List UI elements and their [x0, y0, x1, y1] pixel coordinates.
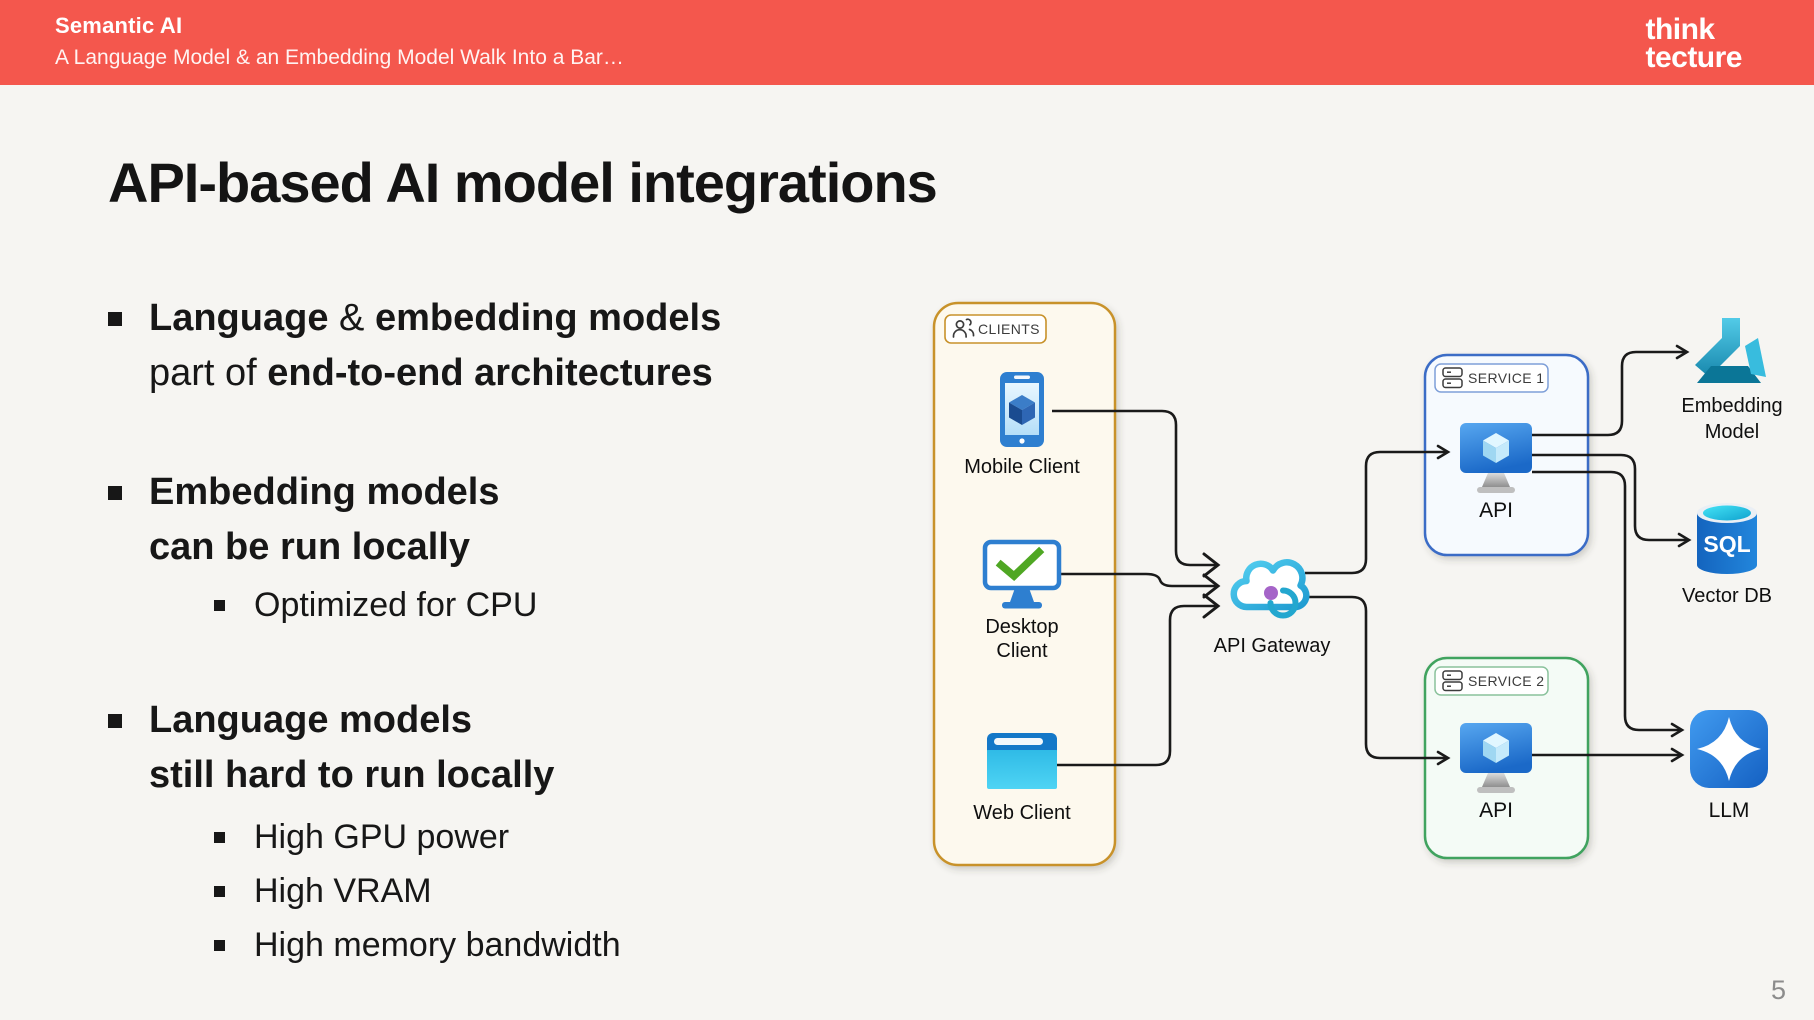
bullet-text: can be run locally	[149, 526, 470, 568]
bullet-item-continuation: can be run locally	[108, 520, 918, 575]
header-category: Semantic AI	[55, 13, 183, 38]
desktop-client-icon	[982, 539, 1062, 609]
connector-service1-to-llm	[1532, 470, 1685, 738]
sparkle-star-glyph	[1697, 717, 1761, 781]
bullet-text: Optimized for CPU	[254, 586, 538, 624]
llm-label: LLM	[1709, 799, 1750, 822]
vector-db-icon: SQL	[1697, 503, 1757, 574]
service1-chip	[1434, 363, 1549, 393]
page-title: API-based AI model integrations	[108, 151, 938, 214]
logo-line1: think	[1645, 13, 1715, 46]
mobile-client-icon	[1000, 372, 1044, 447]
sub-bullet-item: High GPU power	[108, 810, 918, 864]
connector-service1-to-vectordb	[1532, 453, 1692, 548]
bullet-text: still hard to run locally	[149, 754, 555, 796]
bullet-text: High memory bandwidth	[254, 926, 621, 964]
web-client-label: Web Client	[973, 802, 1071, 824]
bullet-text: High GPU power	[254, 818, 510, 856]
connector-mobile-to-gateway	[1052, 409, 1221, 578]
header-text-block: Semantic AI A Language Model & an Embedd…	[55, 13, 624, 70]
desktop-client-label-line2: Client	[996, 640, 1048, 662]
page-number: 5	[1770, 975, 1786, 1005]
service2-api-label: API	[1479, 799, 1513, 822]
desktop-client-label-line1: Desktop	[985, 616, 1058, 638]
sub-bullet-item: Optimized for CPU	[108, 578, 918, 632]
api-gateway-label: API Gateway	[1214, 635, 1331, 657]
bullet-item: Language models	[108, 693, 918, 748]
header-bar: Semantic AI A Language Model & an Embedd…	[0, 0, 1814, 85]
service1-label: SERVICE 1	[1468, 370, 1545, 386]
sub-bullet-item: High VRAM	[108, 864, 918, 918]
cube-glyph	[1483, 733, 1509, 763]
bullet-marker	[108, 312, 122, 326]
connector-desktop-to-gateway	[1060, 572, 1221, 599]
connector-gateway-to-service2	[1305, 595, 1451, 766]
vector-db-label: Vector DB	[1682, 585, 1772, 607]
service1-api-icon	[1460, 423, 1532, 493]
connector-service1-to-embedding	[1532, 344, 1690, 437]
cube-glyph	[1009, 395, 1035, 425]
people-icon	[952, 318, 975, 338]
connectors	[1052, 344, 1692, 767]
header-subtitle: A Language Model & an Embedding Model Wa…	[55, 46, 624, 69]
logo-line2: tecture	[1645, 40, 1742, 74]
server-icon	[1442, 367, 1463, 389]
connector-gateway-to-service1	[1305, 444, 1451, 575]
thinktecture-logo: think tecture	[1645, 13, 1742, 74]
bullet-marker	[214, 940, 225, 951]
clients-label: CLIENTS	[978, 321, 1040, 337]
bullet-item: Embedding models	[108, 465, 918, 520]
bullet-list: Language & embedding models part of end-…	[108, 291, 918, 972]
bullet-marker	[108, 714, 122, 728]
bullet-text: Language models	[149, 699, 473, 741]
llm-icon	[1690, 710, 1768, 788]
embedding-model-label-line2: Model	[1705, 421, 1759, 443]
server-icon	[1442, 670, 1463, 692]
architecture-diagram: CLIENTS SERVICE 1 SERVICE 2	[932, 301, 1783, 867]
sql-badge: SQL	[1703, 531, 1750, 557]
service2-label: SERVICE 2	[1468, 673, 1545, 689]
service1-api-label: API	[1479, 499, 1513, 522]
embedding-model-label-line1: Embedding	[1681, 395, 1782, 417]
api-gateway-icon	[1230, 559, 1310, 619]
bullet-marker	[214, 832, 225, 843]
bullet-text: Language & embedding models	[149, 297, 722, 339]
connector-web-to-gateway	[1057, 593, 1221, 767]
web-client-icon	[987, 733, 1057, 789]
bullet-marker	[108, 486, 122, 500]
bullet-text: Embedding models	[149, 471, 500, 513]
service2-api-icon	[1460, 723, 1532, 793]
embedding-model-icon	[1695, 318, 1766, 383]
bullet-marker	[214, 600, 225, 611]
bullet-item: Language & embedding models	[108, 291, 918, 346]
bullet-text: part of end-to-end architectures	[149, 352, 713, 394]
mobile-client-label: Mobile Client	[964, 456, 1080, 478]
bullet-marker	[214, 886, 225, 897]
bullet-item-continuation: still hard to run locally	[108, 748, 918, 803]
bullet-text: High VRAM	[254, 872, 432, 910]
service2-chip	[1434, 666, 1549, 696]
sub-bullet-item: High memory bandwidth	[108, 918, 918, 972]
cube-glyph	[1483, 433, 1509, 463]
bullet-item-continuation: part of end-to-end architectures	[108, 346, 918, 401]
